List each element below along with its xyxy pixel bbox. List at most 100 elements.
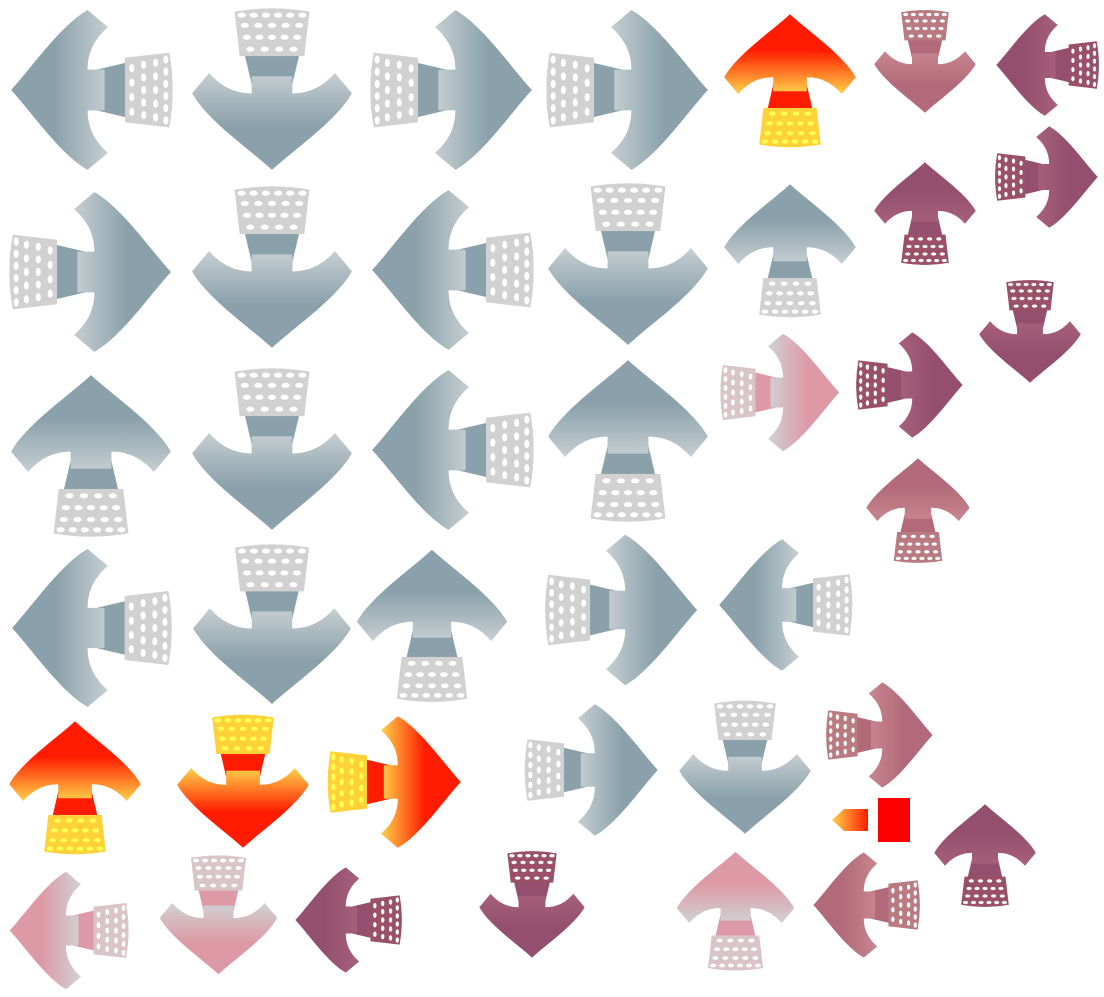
arrow-right-icon[interactable] xyxy=(6,187,176,357)
arrow-tail-speckle xyxy=(93,902,128,958)
arrow-head xyxy=(1036,126,1098,228)
arrow-tail-speckle xyxy=(212,714,274,754)
arrow-down-icon[interactable] xyxy=(476,849,588,961)
arrow-head xyxy=(9,721,141,801)
arrow-head xyxy=(813,852,878,958)
arrow-left-icon[interactable] xyxy=(993,11,1101,119)
arrow-tail-speckle xyxy=(546,52,594,128)
arrow-head xyxy=(192,433,352,530)
arrow-head xyxy=(724,14,856,95)
red-square-icon[interactable] xyxy=(878,798,910,842)
arrow-left-small-icon[interactable] xyxy=(830,805,870,835)
arrow-head xyxy=(11,10,108,170)
arrow-head xyxy=(12,549,108,707)
arrow-up-icon[interactable] xyxy=(720,10,860,150)
arrow-head xyxy=(874,162,976,224)
arrow-tail-speckle xyxy=(590,183,666,231)
arrow-head xyxy=(578,704,658,836)
arrow-up-icon[interactable] xyxy=(871,159,979,267)
arrow-head xyxy=(866,458,970,521)
arrow-down-icon[interactable] xyxy=(187,5,357,175)
arrow-tail-speckle xyxy=(125,52,173,128)
arrow-tail-speckle xyxy=(720,364,755,420)
arrow-up-icon[interactable] xyxy=(720,180,860,320)
arrow-left-icon[interactable] xyxy=(6,5,176,175)
arrow-tail-speckle xyxy=(995,153,1026,201)
arrow-up-icon[interactable] xyxy=(5,717,145,857)
arrow-down-icon[interactable] xyxy=(543,180,713,350)
arrow-tail-speckle xyxy=(893,532,943,563)
arrow-tail-speckle xyxy=(234,8,310,56)
arrow-right-icon[interactable] xyxy=(367,5,537,175)
arrow-tail-speckle xyxy=(714,700,776,740)
arrow-down-icon[interactable] xyxy=(188,541,356,709)
arrow-tail-speckle xyxy=(44,815,106,855)
arrow-tail-speckle xyxy=(507,851,557,883)
arrow-left-icon[interactable] xyxy=(367,365,537,535)
arrow-left-icon[interactable] xyxy=(367,185,537,355)
arrow-down-icon[interactable] xyxy=(156,853,281,978)
arrow-tail-speckle xyxy=(901,234,949,265)
arrow-head xyxy=(676,851,794,923)
arrow-down-icon[interactable] xyxy=(187,365,357,535)
arrow-head xyxy=(192,73,352,170)
arrow-down-icon[interactable] xyxy=(976,278,1084,386)
arrow-head xyxy=(11,375,171,472)
arrow-up-icon[interactable] xyxy=(6,370,176,540)
arrow-tail-speckle xyxy=(759,108,821,148)
arrow-left-icon[interactable] xyxy=(810,849,922,961)
arrow-head xyxy=(874,51,976,113)
arrow-head xyxy=(372,190,469,350)
arrow-down-icon[interactable] xyxy=(173,712,313,852)
arrow-head xyxy=(996,14,1058,116)
arrow-head xyxy=(479,893,585,958)
arrow-tail-speckle xyxy=(370,52,418,128)
arrow-left-icon[interactable] xyxy=(292,864,404,976)
arrow-head xyxy=(74,192,171,352)
arrow-down-icon[interactable] xyxy=(871,8,979,116)
arrow-right-icon[interactable] xyxy=(522,700,662,840)
arrow-tail-speckle xyxy=(826,710,858,760)
arrow-head xyxy=(9,871,81,989)
arrow-up-icon[interactable] xyxy=(931,801,1039,909)
arrow-head xyxy=(435,10,532,170)
arrow-tail-speckle xyxy=(901,10,949,41)
arrow-right-icon[interactable] xyxy=(993,123,1101,231)
arrow-head xyxy=(898,332,963,438)
arrow-head xyxy=(868,682,933,788)
arrow-down-icon[interactable] xyxy=(675,698,815,838)
arrow-tail-speckle xyxy=(9,234,57,310)
arrow-up-icon[interactable] xyxy=(673,848,798,973)
arrow-head xyxy=(381,716,461,848)
arrow-tail-speckle xyxy=(888,880,920,930)
arrow-tail-speckle xyxy=(327,751,367,813)
arrow-right-icon[interactable] xyxy=(543,5,713,175)
arrow-down-icon[interactable] xyxy=(187,183,357,353)
arrow-head xyxy=(767,333,839,451)
arrow-tail-speckle xyxy=(961,876,1009,907)
arrow-tail-speckle xyxy=(813,574,853,636)
arrow-left-icon[interactable] xyxy=(715,535,855,675)
arrow-tail-speckle xyxy=(856,360,888,410)
arrow-tail-speckle xyxy=(124,591,172,665)
arrow-right-icon[interactable] xyxy=(325,712,465,852)
arrow-head xyxy=(192,251,352,348)
arrow-tail-speckle xyxy=(545,574,590,646)
arrow-tail-speckle xyxy=(1006,280,1054,311)
arrow-tail-speckle xyxy=(759,278,821,318)
arrow-right-icon[interactable] xyxy=(718,330,843,455)
arrow-tail-speckle xyxy=(190,855,246,890)
arrow-tail-speckle xyxy=(234,186,310,234)
arrow-right-icon[interactable] xyxy=(854,329,966,441)
arrow-tail-speckle xyxy=(590,474,666,522)
arrow-head xyxy=(934,804,1036,866)
arrow-up-icon[interactable] xyxy=(863,455,973,565)
arrow-tail-speckle xyxy=(370,895,402,945)
arrow-right-icon[interactable] xyxy=(542,530,702,690)
arrow-right-icon[interactable] xyxy=(824,679,936,791)
arrow-left-icon[interactable] xyxy=(7,544,175,712)
arrow-up-icon[interactable] xyxy=(352,545,512,705)
arrow-head xyxy=(548,360,708,457)
arrow-left-icon[interactable] xyxy=(6,868,131,993)
arrow-up-icon[interactable] xyxy=(543,355,713,525)
